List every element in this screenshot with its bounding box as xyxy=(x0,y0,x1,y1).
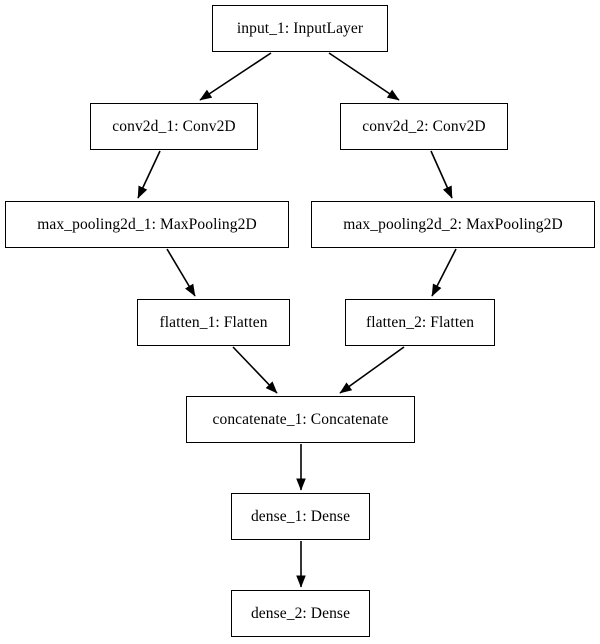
node-input_1[interactable]: input_1: InputLayer xyxy=(212,5,388,52)
node-label-flatten_1: flatten_1: Flatten xyxy=(159,313,268,331)
node-label-conv2d_2: conv2d_2: Conv2D xyxy=(362,117,486,135)
node-max_pooling2d_1[interactable]: max_pooling2d_1: MaxPooling2D xyxy=(5,201,289,248)
node-max_pooling2d_2[interactable]: max_pooling2d_2: MaxPooling2D xyxy=(311,201,595,248)
node-label-conv2d_1: conv2d_1: Conv2D xyxy=(112,117,236,135)
edge-input_1-to-conv2d_2 xyxy=(328,52,400,101)
edge-max_pooling2d_1-to-flatten_1 xyxy=(166,248,196,297)
node-label-max_pooling2d_1: max_pooling2d_1: MaxPooling2D xyxy=(37,215,257,233)
node-concatenate_1[interactable]: concatenate_1: Concatenate xyxy=(186,396,415,443)
node-dense_2[interactable]: dense_2: Dense xyxy=(231,590,370,637)
node-conv2d_1[interactable]: conv2d_1: Conv2D xyxy=(90,103,258,150)
node-label-flatten_2: flatten_2: Flatten xyxy=(365,313,475,331)
node-label-dense_2: dense_2: Dense xyxy=(250,604,351,622)
node-label-dense_1: dense_1: Dense xyxy=(250,507,351,525)
edge-flatten_1-to-concatenate_1 xyxy=(232,346,278,394)
node-label-concatenate_1: concatenate_1: Concatenate xyxy=(212,410,389,428)
edge-conv2d_1-to-max_pooling2d_1 xyxy=(137,150,161,199)
node-flatten_2[interactable]: flatten_2: Flatten xyxy=(345,299,495,346)
edge-flatten_2-to-concatenate_1 xyxy=(339,346,405,394)
node-dense_1[interactable]: dense_1: Dense xyxy=(231,493,370,540)
node-conv2d_2[interactable]: conv2d_2: Conv2D xyxy=(340,103,508,150)
edge-conv2d_2-to-max_pooling2d_2 xyxy=(430,150,453,199)
node-flatten_1[interactable]: flatten_1: Flatten xyxy=(137,299,290,346)
node-label-input_1: input_1: InputLayer xyxy=(236,19,364,37)
edge-input_1-to-conv2d_1 xyxy=(199,52,272,101)
edge-max_pooling2d_2-to-flatten_2 xyxy=(431,248,457,297)
node-label-max_pooling2d_2: max_pooling2d_2: MaxPooling2D xyxy=(343,215,563,233)
